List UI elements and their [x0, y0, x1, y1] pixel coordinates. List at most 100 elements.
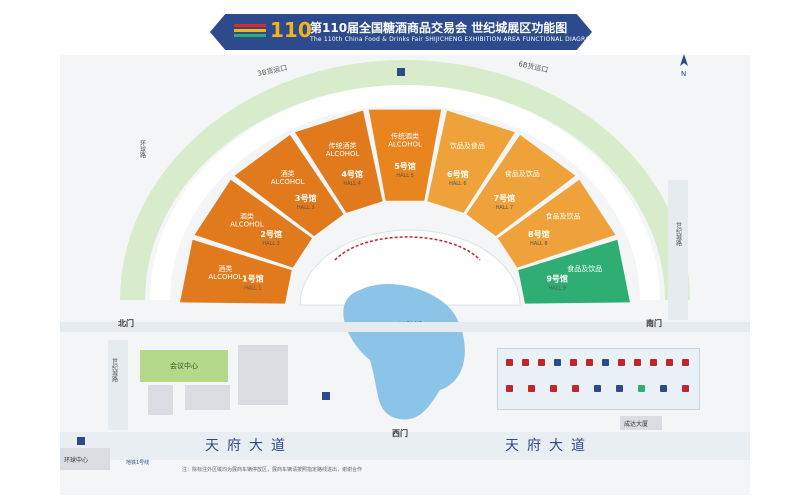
tianfu-avenue — [60, 432, 750, 460]
ring-center-label: 环球中心 — [64, 456, 88, 464]
parking-markers — [77, 68, 405, 445]
legend-icon — [506, 385, 513, 392]
footnote: 注：除标注外区域均为展商车辆停放区，展商车辆请按照指定路线进出，谢谢合作 — [182, 467, 363, 473]
banner-title-zh: 第110届全国糖酒商品交易会 世纪城展区功能图 — [310, 21, 568, 35]
west-gate-label: 西门 — [392, 428, 408, 438]
hall-sub-label: HALL 2 — [262, 241, 280, 247]
chengda-label: 成达大厦 — [624, 420, 648, 428]
avenue-left-label: 天府大道 — [205, 438, 293, 454]
hall-category-label: 食品及饮品 — [505, 169, 540, 178]
plaza-red-line — [334, 236, 481, 261]
shiji-road-right-label: 世纪城路 — [675, 221, 682, 247]
hall-5 — [368, 109, 442, 201]
legend-icon — [616, 385, 623, 392]
hall-category-label: 食品及饮品 — [546, 212, 581, 221]
hall-number-label: 8号馆 — [528, 229, 550, 239]
hall-sub-label: HALL 3 — [297, 205, 315, 211]
hall-number-label: 1号馆 — [242, 273, 264, 283]
legend-panel — [497, 348, 700, 410]
banner-title-en: The 110th China Food & Drinks Fair SHIJI… — [310, 36, 595, 43]
fair-logo-icon — [234, 24, 266, 37]
legend-icon — [682, 359, 689, 366]
legend-icon — [618, 359, 625, 366]
hall-number-label: 9号馆 — [546, 273, 568, 283]
legend-icon — [554, 359, 561, 366]
hall-sub-label: HALL 6 — [449, 181, 467, 187]
legend-icon — [666, 359, 673, 366]
hall-number-label: 5号馆 — [394, 161, 416, 171]
svg-text:N: N — [681, 70, 686, 78]
hall-category-label: 传统酒类 — [329, 141, 357, 150]
hotel-building — [238, 345, 288, 405]
hall-sub-label: HALL 5 — [396, 173, 414, 179]
hall-sub-label: HALL 4 — [343, 181, 361, 187]
north-gate-label: 北门 — [118, 318, 134, 328]
legend-icon — [638, 385, 645, 392]
legend-icon — [570, 359, 577, 366]
swan-lake — [343, 284, 465, 420]
hall-category-label: 食品及饮品 — [567, 264, 602, 273]
north-building — [148, 385, 173, 415]
hall-3 — [234, 134, 344, 237]
chengda-block — [620, 416, 662, 430]
hall-8 — [497, 179, 616, 268]
legend-icon — [522, 359, 529, 366]
shiji-road-left-label: 世纪城路 — [111, 357, 118, 383]
hall-sub-label: HALL 1 — [244, 285, 262, 291]
hall-number-label: 3号馆 — [295, 193, 317, 203]
conference-label: 会议中心 — [170, 361, 198, 370]
hall-1 — [180, 239, 292, 304]
hall-4 — [295, 110, 383, 213]
hall-6 — [427, 110, 515, 213]
metro-label: 地铁1号线 — [126, 459, 149, 466]
ring-center-block — [60, 448, 110, 470]
left-road — [108, 340, 128, 430]
conference-annex — [185, 385, 230, 410]
hall-category-en-label: ALCOHOL — [230, 221, 264, 229]
parking-icon — [322, 392, 330, 400]
hall-category-en-label: ALCOHOL — [271, 178, 305, 186]
hall-category-label: 酒类 — [218, 264, 232, 273]
hall-sub-label: HALL 9 — [548, 285, 566, 291]
south-gate-label: 南门 — [646, 318, 662, 328]
legend-icon — [602, 359, 609, 366]
hall-2 — [194, 179, 313, 268]
hall-category-en-label: ALCOHOL — [208, 273, 242, 281]
conference-center — [140, 350, 228, 382]
avenue-right-label: 天府大道 — [505, 438, 593, 454]
hall-category-en-label: ALCOHOL — [388, 140, 422, 148]
hall-number-label: 6号馆 — [447, 169, 469, 179]
hall-category-en-label: ALCOHOL — [326, 150, 360, 158]
hall-sub-label: HALL 7 — [496, 205, 514, 211]
hall-sub-label: HALL 8 — [530, 241, 548, 247]
hall-9 — [518, 239, 630, 304]
legend-icon — [538, 359, 545, 366]
legend-icon — [572, 385, 579, 392]
hall-category-label: 传统酒类 — [391, 131, 419, 140]
hall-number-label: 2号馆 — [260, 229, 282, 239]
legend-icon — [506, 359, 513, 366]
legend-icon — [660, 385, 667, 392]
parking-icon — [77, 437, 85, 445]
legend-icon — [528, 385, 535, 392]
parking-icon — [397, 68, 405, 76]
huanqiu-road-label: 环球路 — [139, 140, 146, 159]
legend-icon — [634, 359, 641, 366]
legend-icon — [682, 385, 689, 392]
legend-icon — [550, 385, 557, 392]
hall-7 — [466, 134, 576, 237]
hall-number-label: 7号馆 — [494, 193, 516, 203]
hall-number-label: 4号馆 — [341, 169, 363, 179]
hall-category-label: 酒类 — [281, 169, 295, 178]
east-west-road — [60, 322, 750, 332]
legend-icon — [594, 385, 601, 392]
outer-lawn — [120, 60, 690, 300]
hall-category-label: 酒类 — [240, 212, 254, 221]
legend-icon — [650, 359, 657, 366]
right-road — [668, 180, 688, 320]
legend-icon — [586, 359, 593, 366]
compass-icon: N — [680, 54, 688, 78]
title-banner: 110 第110届全国糖酒商品交易会 世纪城展区功能图 The 110th Ch… — [210, 14, 592, 50]
